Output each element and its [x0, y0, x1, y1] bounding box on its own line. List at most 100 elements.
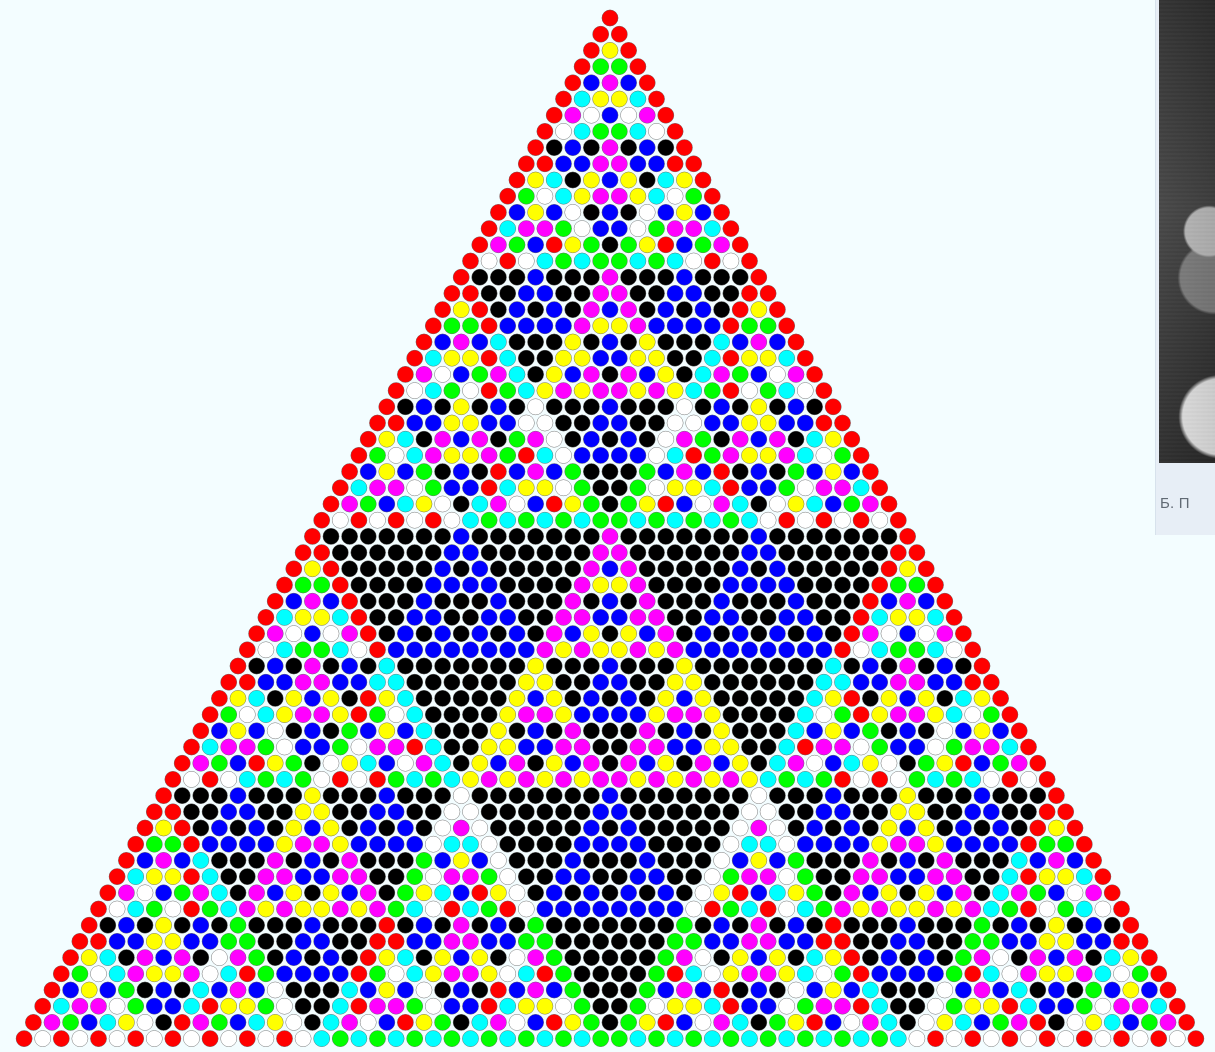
triangle-bead	[853, 998, 869, 1014]
triangle-bead	[453, 496, 469, 512]
triangle-bead	[890, 609, 906, 625]
triangle-bead	[621, 269, 637, 285]
triangle-bead	[611, 869, 627, 885]
triangle-bead	[295, 804, 311, 820]
triangle-bead	[518, 674, 534, 690]
triangle-bead	[174, 885, 190, 901]
triangle-bead	[797, 609, 813, 625]
triangle-bead	[221, 674, 237, 690]
triangle-bead	[239, 674, 255, 690]
triangle-bead	[779, 577, 795, 593]
triangle-bead	[249, 885, 265, 901]
triangle-bead	[156, 852, 172, 868]
triangle-bead	[686, 836, 702, 852]
triangle-bead	[602, 820, 618, 836]
triangle-bead	[723, 771, 739, 787]
triangle-bead	[872, 804, 888, 820]
triangle-bead	[435, 820, 451, 836]
triangle-bead	[555, 318, 571, 334]
triangle-bead	[537, 447, 553, 463]
triangle-bead	[444, 512, 460, 528]
triangle-bead	[574, 512, 590, 528]
triangle-bead	[286, 982, 302, 998]
triangle-bead	[407, 545, 423, 561]
triangle-bead	[481, 674, 497, 690]
triangle-bead	[834, 998, 850, 1014]
triangle-bead	[407, 642, 423, 658]
triangle-bead	[983, 933, 999, 949]
triangle-bead	[472, 237, 488, 253]
triangle-bead	[462, 545, 478, 561]
triangle-bead	[565, 204, 581, 220]
triangle-bead	[853, 674, 869, 690]
triangle-bead	[630, 674, 646, 690]
triangle-bead	[593, 188, 609, 204]
triangle-bead	[444, 804, 460, 820]
triangle-bead	[16, 1031, 32, 1047]
triangle-bead	[1020, 836, 1036, 852]
triangle-bead	[797, 1031, 813, 1047]
triangle-bead	[574, 966, 590, 982]
triangle-bead	[621, 302, 637, 318]
triangle-bead	[1002, 739, 1018, 755]
triangle-bead	[881, 950, 897, 966]
triangle-bead	[555, 771, 571, 787]
triangle-bead	[583, 723, 599, 739]
triangle-bead	[686, 739, 702, 755]
triangle-bead	[230, 788, 246, 804]
triangle-bead	[128, 836, 144, 852]
triangle-bead	[472, 788, 488, 804]
triangle-bead	[435, 788, 451, 804]
triangle-bead	[611, 188, 627, 204]
triangle-bead	[1039, 804, 1055, 820]
triangle-bead	[593, 707, 609, 723]
triangle-bead	[360, 788, 376, 804]
triangle-bead	[555, 901, 571, 917]
triangle-bead	[890, 577, 906, 593]
triangle-bead	[555, 285, 571, 301]
triangle-bead	[714, 431, 730, 447]
triangle-bead	[379, 950, 395, 966]
triangle-bead	[286, 690, 302, 706]
triangle-bead	[834, 577, 850, 593]
triangle-bead	[639, 302, 655, 318]
triangle-bead	[267, 788, 283, 804]
triangle-bead	[555, 1031, 571, 1047]
triangle-bead	[239, 836, 255, 852]
triangle-bead	[630, 221, 646, 237]
triangle-bead	[407, 804, 423, 820]
triangle-bead	[462, 350, 478, 366]
triangle-bead	[741, 609, 757, 625]
triangle-bead	[704, 350, 720, 366]
triangle-bead	[648, 415, 664, 431]
triangle-bead	[453, 431, 469, 447]
triangle-bead	[825, 626, 841, 642]
triangle-bead	[797, 901, 813, 917]
triangle-bead	[453, 334, 469, 350]
triangle-bead	[834, 707, 850, 723]
triangle-bead	[304, 528, 320, 544]
triangle-bead	[825, 658, 841, 674]
triangle-bead	[137, 917, 153, 933]
triangle-bead	[955, 626, 971, 642]
triangle-bead	[844, 690, 860, 706]
triangle-bead	[788, 658, 804, 674]
triangle-bead	[695, 561, 711, 577]
triangle-bead	[472, 982, 488, 998]
triangle-bead	[741, 1031, 757, 1047]
triangle-bead	[937, 755, 953, 771]
triangle-bead	[751, 496, 767, 512]
triangle-bead	[183, 933, 199, 949]
triangle-bead	[611, 966, 627, 982]
triangle-bead	[351, 674, 367, 690]
triangle-bead	[732, 1014, 748, 1030]
triangle-bead	[825, 755, 841, 771]
triangle-bead	[490, 464, 506, 480]
triangle-bead	[239, 933, 255, 949]
triangle-bead	[676, 366, 692, 382]
triangle-bead	[974, 917, 990, 933]
triangle-bead	[369, 966, 385, 982]
triangle-bead	[909, 674, 925, 690]
triangle-bead	[1113, 1031, 1129, 1047]
triangle-bead	[695, 302, 711, 318]
